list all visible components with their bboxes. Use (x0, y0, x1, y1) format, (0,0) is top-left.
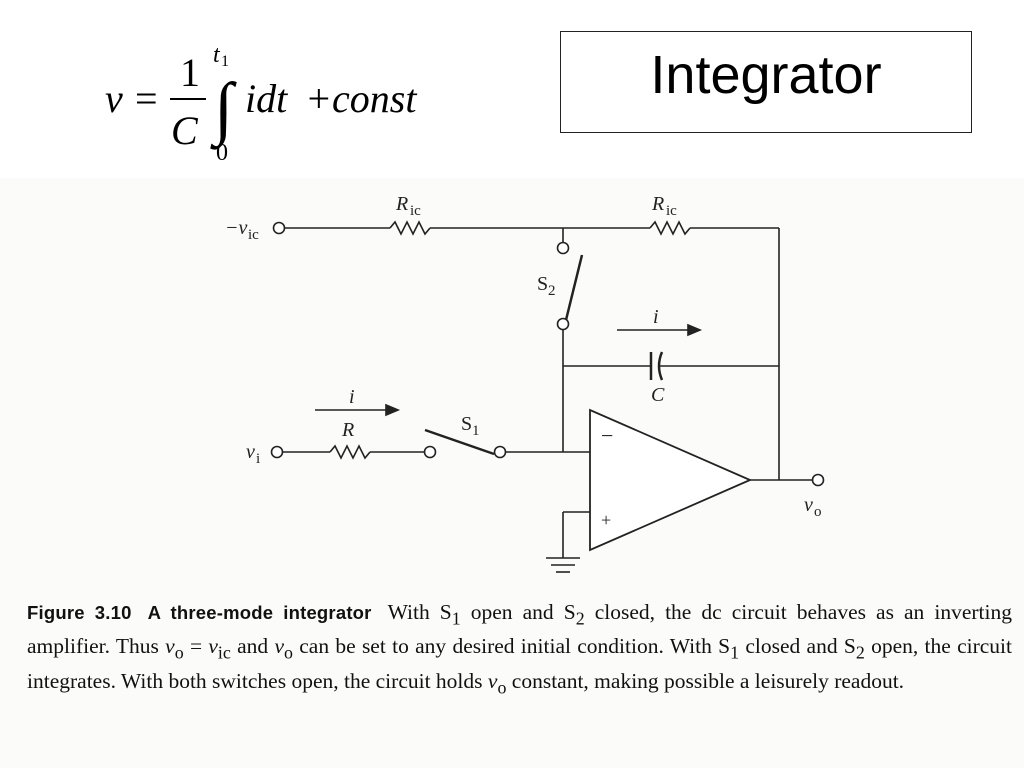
caption-var: v (274, 634, 285, 659)
caption-var: v (208, 634, 218, 659)
figure-title: A three-mode integrator (147, 602, 372, 623)
terminal-vo (811, 473, 825, 487)
label-ric-right-sub: ic (666, 203, 677, 219)
label-r: R (341, 419, 354, 441)
label-ric-left-sub: ic (410, 203, 421, 219)
label-vo-sub: o (814, 504, 822, 520)
title-box: Integrator (560, 31, 972, 133)
resistor-ric-right (649, 220, 691, 236)
opamp-minus-label: − (601, 423, 613, 448)
caption-sub: o (284, 642, 293, 663)
formula-lhs: v (105, 76, 123, 121)
caption-text: = (183, 634, 209, 659)
formula-upper-limit-sub: 1 (221, 53, 229, 70)
label-vi-sub: i (256, 451, 260, 467)
caption-sub: 1 (730, 642, 740, 663)
terminal-vi (270, 445, 284, 459)
circuit-diagram: −v ic R ic R ic S 2 i C i R S 1 v i − + … (225, 193, 825, 573)
resistor-r (329, 444, 371, 460)
label-vi: v (246, 441, 255, 463)
label-s2-sub: 2 (548, 283, 556, 299)
caption-sub: 2 (575, 608, 585, 629)
caption-text: constant, making possible a leisurely re… (506, 668, 905, 693)
label-current-input: i (349, 386, 355, 408)
terminal-vic (272, 221, 286, 235)
formula-numerator: 1 (180, 50, 200, 95)
label-s1: S (461, 413, 472, 435)
switch-s1-left-contact (423, 445, 437, 459)
switch-s2-blade (564, 254, 584, 321)
caption-text: closed and S (739, 634, 856, 659)
caption-sub: o (174, 642, 184, 663)
caption-var: v (487, 668, 498, 693)
integral-formula: v = 1 C t 1 ∫ 0 idt +const (105, 42, 417, 166)
opamp-triangle (589, 408, 753, 552)
caption-var: v (165, 634, 175, 659)
figure-label: Figure 3.10 (27, 602, 132, 623)
page-title: Integrator (650, 45, 882, 105)
current-arrowhead-input (385, 403, 401, 417)
formula-lower-limit: 0 (216, 140, 228, 166)
label-ric-left: R (395, 193, 408, 215)
caption-text: can be set to any desired initial condit… (292, 634, 731, 659)
caption-sub: ic (217, 642, 231, 663)
caption-text: closed, the dc circuit behaves as an inv… (27, 600, 1012, 659)
opamp-plus-label: + (601, 510, 611, 530)
label-capacitor: C (651, 384, 665, 406)
caption-sub: 1 (451, 608, 461, 629)
label-vic-sub: ic (248, 227, 259, 243)
caption-text: With S (387, 600, 452, 624)
caption-text: open and S (460, 600, 576, 624)
caption-text: and (230, 634, 275, 659)
switch-s2-top-contact (556, 241, 570, 255)
formula-equals: = (135, 76, 158, 121)
formula-upper-limit: t (213, 42, 221, 68)
caption-sub: o (497, 676, 507, 697)
resistor-ric-left (389, 220, 431, 236)
formula-integrand: idt (245, 76, 288, 121)
label-s1-sub: 1 (472, 423, 480, 439)
label-s2: S (537, 273, 548, 295)
scanned-page-background (0, 178, 1024, 768)
label-vo: v (804, 494, 813, 516)
caption-sub: 2 (855, 642, 865, 663)
label-vic: −v (225, 217, 247, 239)
label-current-top: i (653, 306, 659, 328)
switch-s2-bottom-contact (556, 317, 570, 331)
integral-sign: ∫ (210, 70, 237, 150)
switch-s1-blade (424, 428, 495, 456)
current-arrowhead-top (687, 323, 703, 337)
label-ric-right: R (651, 193, 664, 215)
figure-caption: Figure 3.10 A three-mode integrator With S… (27, 598, 1012, 701)
caption-text: open, the circuit integrates. With both … (27, 634, 1012, 693)
formula-denominator: C (171, 108, 199, 153)
formula-plus-const: +const (305, 76, 417, 121)
switch-s1-right-contact (493, 445, 507, 459)
